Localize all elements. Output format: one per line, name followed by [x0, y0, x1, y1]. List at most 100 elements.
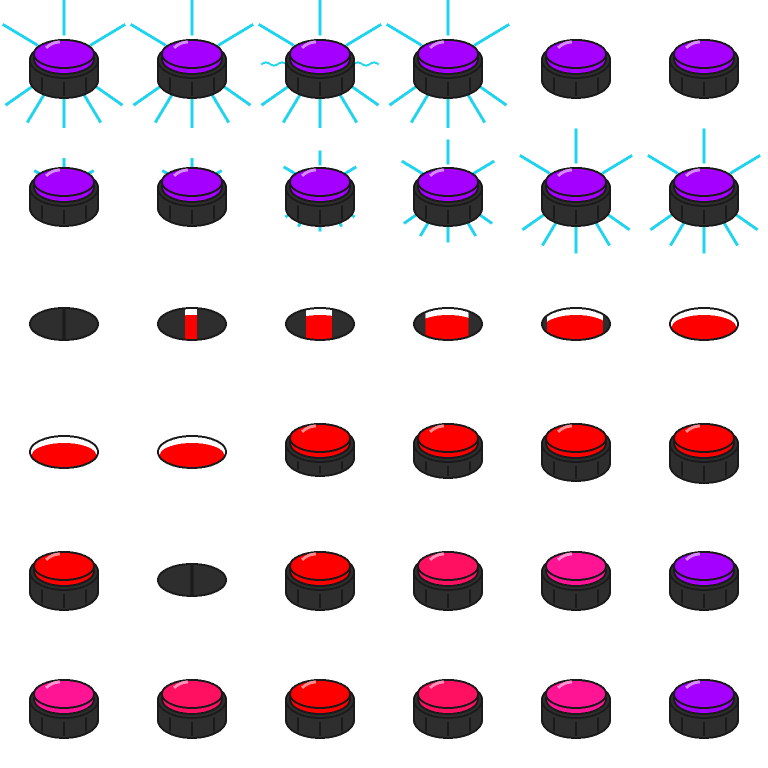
sprite-purple-idle-4 [669, 679, 739, 739]
cap-highlight [684, 424, 701, 434]
sprite-frame-purple-pressed-glow-4 [384, 0, 512, 128]
sprite-frame-purple-glow-start-2 [128, 128, 256, 256]
hole-rim [29, 435, 99, 469]
button-cap [161, 167, 223, 197]
cap-highlight [556, 40, 573, 50]
sprite-frame-crimson-idle-3 [384, 640, 512, 768]
cap-highlight [172, 168, 189, 178]
cap-highlight [684, 40, 701, 50]
shell-ridges [681, 77, 727, 96]
sprite-red-idle-3 [285, 679, 355, 739]
sprite-frame-red-idle-2 [256, 512, 384, 640]
sprite-frame-red-rising-3 [512, 384, 640, 512]
button-cap [289, 39, 351, 69]
button-cap [545, 551, 607, 581]
button-cap [673, 167, 735, 197]
shell-ridges [425, 461, 471, 476]
sprite-frame-purple-glow-start-4 [384, 128, 512, 256]
button-cap [545, 679, 607, 709]
cap-highlight [428, 168, 445, 178]
sprite-hole-opening-4 [541, 307, 611, 341]
glow-wave-left [260, 61, 288, 67]
sprite-purple-idle-3 [669, 551, 739, 611]
sprite-frame-purple-idle-3 [640, 512, 768, 640]
button-cap [673, 679, 735, 709]
sprite-frame-magenta-idle-2 [0, 640, 128, 768]
sprite-frame-red-idle-3 [256, 640, 384, 768]
shell-ridges [681, 205, 727, 224]
cap-highlight [300, 424, 317, 434]
sprite-frame-crimson-idle-2 [128, 640, 256, 768]
cap-highlight [172, 40, 189, 50]
button-cap [289, 423, 351, 453]
glow-ray [601, 154, 633, 175]
cap-highlight [684, 168, 701, 178]
sprite-crimson-idle-3 [413, 679, 483, 739]
button-cap [289, 551, 351, 581]
glow-ray [282, 165, 298, 176]
shell-ridges [553, 205, 599, 224]
button-cap [161, 39, 223, 69]
cap-highlight [300, 40, 317, 50]
liquid-body [670, 326, 738, 340]
shell-ridges [553, 461, 599, 479]
glow-ray [729, 154, 761, 175]
button-cap [33, 167, 95, 197]
sprite-hole-closed [29, 307, 99, 341]
hole-rim [413, 307, 483, 341]
cap-highlight [172, 680, 189, 690]
sprite-red-rising-2 [413, 423, 483, 479]
cap-highlight [556, 680, 573, 690]
cap-highlight [300, 168, 317, 178]
shell-ridges [425, 717, 471, 736]
sprite-frame-red-rising-1 [256, 384, 384, 512]
sprite-red-rising-1 [285, 423, 355, 477]
glow-ray [401, 159, 424, 176]
sprite-frame-magenta-idle [512, 512, 640, 640]
sprite-frame-magenta-idle-3 [512, 640, 640, 768]
cap-highlight [556, 168, 573, 178]
hole-liquid [670, 315, 738, 340]
shell-ridges [41, 717, 87, 736]
shell-ridges [297, 717, 343, 736]
sprite-frame-hole-closed-2 [128, 512, 256, 640]
sprite-frame-hole-open [640, 256, 768, 384]
door-right [603, 308, 610, 340]
button-cap [33, 679, 95, 709]
hole-rim [669, 307, 739, 341]
glow-ray [217, 23, 255, 47]
sprite-hole-opening-3 [413, 307, 483, 341]
sprite-magenta-idle-3 [541, 679, 611, 739]
sprite-frame-purple-pressed-glow-1 [0, 0, 128, 128]
sprite-frame-red-idle [0, 512, 128, 640]
sprite-purple-glow-start-6 [647, 128, 761, 254]
glow-ray [89, 23, 127, 47]
button-cap [417, 423, 479, 453]
sprite-frame-hole-opening-2 [256, 256, 384, 384]
sprite-hole-open-2 [29, 435, 99, 469]
sprite-frame-purple-glow-start-5 [512, 128, 640, 256]
sprite-hole-open-3 [157, 435, 227, 469]
shell-ridges [169, 77, 215, 96]
cap-highlight [684, 552, 701, 562]
sprite-frame-purple-pressed-glow-2 [128, 0, 256, 128]
sprite-frame-purple-pressed-glow-3 [256, 0, 384, 128]
glow-ray [647, 154, 679, 175]
door-left [542, 308, 547, 340]
button-cap [673, 39, 735, 69]
shell-ridges [169, 205, 215, 224]
sprite-red-idle [29, 551, 99, 611]
liquid-body [414, 326, 482, 340]
sprite-frame-hole-open-3 [128, 384, 256, 512]
button-cap [545, 167, 607, 197]
shell-ridges [553, 717, 599, 736]
cap-highlight [556, 424, 573, 434]
shell-ridges [297, 205, 343, 224]
shell-ridges [425, 205, 471, 224]
sprite-hole-open [669, 307, 739, 341]
sprite-red-idle-2 [285, 551, 355, 611]
shell-ridges [41, 589, 87, 608]
button-cap [33, 551, 95, 581]
hole-rim [157, 307, 227, 341]
